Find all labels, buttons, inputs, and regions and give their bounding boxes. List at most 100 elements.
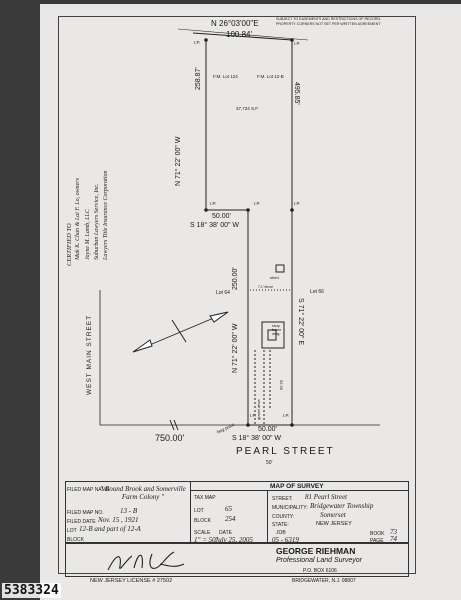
license-label: NEW JERSEY LICENSE # 27502 <box>90 578 173 584</box>
north-arrow-head <box>209 311 229 323</box>
ip-label-e-mid: I.P. <box>294 201 301 206</box>
dwelling-outline <box>261 321 285 349</box>
certified-line-5: Lawyers Title Insurance Corporation <box>103 170 109 260</box>
scale-value: 1" = 50' <box>194 536 218 544</box>
certified-line-4: Suburban Lawyers Service, Inc. <box>94 183 100 261</box>
lot-64-label: Lot 64 <box>216 290 230 296</box>
lot-left-label: F.M. Lot 124 <box>213 74 238 79</box>
south-bearing: S 18° 38' 00" W <box>232 435 282 442</box>
shed-label: shed <box>270 275 279 280</box>
lot-right-label: F.M. Lot 12-B <box>257 74 284 79</box>
lower-west-distance: 250.00' <box>232 267 239 290</box>
filed-map-name: " Bound Brook and Somerville Farm Colony… <box>100 485 186 501</box>
date-label: DATE <box>219 530 232 536</box>
north-extension-line <box>177 28 309 41</box>
certified-line-2: Mak K. Chan & Lai F. Lo, owners <box>75 178 81 260</box>
iron-pin-e-mid <box>290 208 294 212</box>
ip-label-sw: I.P. <box>250 413 257 418</box>
north-arrow-cross <box>171 319 187 343</box>
pearl-street-width: 50' <box>266 460 273 466</box>
dwelling-label: story frame dwlg. <box>272 324 282 336</box>
page-value: 74 <box>390 535 397 543</box>
filed-map-no-label: FILED MAP NO. <box>67 510 104 516</box>
pearl-street-label: PEARL STREET <box>236 446 335 457</box>
surveyor-city: BRIDGEWATER, N.J. 08807 <box>292 578 356 584</box>
ip-label-ne: I.P. <box>294 41 301 46</box>
north-arrow-tail <box>132 339 153 353</box>
ip-label-se: I.P. <box>283 413 290 418</box>
north-bearing: N 26°03'00"E <box>211 19 259 28</box>
municipality-label: MUNICIPALITY: <box>272 505 308 511</box>
lower-east-bearing: S 71° 22' 00" E <box>297 298 304 346</box>
certified-line-1: CERTIFIED TO <box>66 223 73 266</box>
map-of-survey-heading: MAP OF SURVEY <box>270 483 324 490</box>
west-main-street-label: WEST MAIN STREET <box>86 314 93 395</box>
surveyor-signature <box>107 551 185 571</box>
lot-label: LOT <box>67 528 77 534</box>
survey-sheet <box>40 4 461 600</box>
iron-pin-step <box>246 208 250 212</box>
tax-lot-label: LOT <box>194 508 204 514</box>
title-block-divider <box>190 481 191 543</box>
drive-label: gravel drive <box>256 399 261 420</box>
iron-pin-sw <box>246 423 250 427</box>
title-heading-rule <box>190 490 409 491</box>
tax-block-label: BLOCK <box>194 518 211 524</box>
shed-outline <box>275 264 285 273</box>
tax-divider <box>267 490 268 543</box>
job-value: 05 - 6319 <box>272 536 299 544</box>
ip-label-w-mid: I.P. <box>210 201 217 206</box>
offset-tick-1 <box>169 419 175 431</box>
north-property-line <box>192 32 293 41</box>
north-distance: 100.84' <box>226 30 252 39</box>
dwelling-core <box>267 329 277 341</box>
municipality-value: Bridgewater Township <box>310 502 374 510</box>
surveyor-block <box>65 543 409 577</box>
listing-id-watermark: 5383324 <box>2 583 61 598</box>
easement-note: SUBJECT TO EASEMENTS AND RESTRICTIONS OF… <box>276 17 382 26</box>
tax-map-label: TAX MAP <box>194 495 216 501</box>
state-label: STATE: <box>272 522 289 528</box>
street-label: STREET: <box>272 496 293 502</box>
surveyor-name: GEORGE RIEHMAN <box>276 546 356 556</box>
lot-value: 12-B and part of 12-A <box>79 525 141 533</box>
mid-bearing: S 18° 38' 00" W <box>190 222 240 229</box>
lot-66-label: Lot 66 <box>310 289 324 295</box>
ip-label-step: I.P. <box>254 201 261 206</box>
state-value: NEW JERSEY <box>316 521 352 527</box>
south-distance: 50.00' <box>258 426 277 433</box>
tax-lot-value: 65 <box>225 505 232 513</box>
book-value: 73 <box>390 528 397 536</box>
dim-9235-label: 92.35 <box>279 380 284 391</box>
street-value: 81 Pearl Street <box>305 493 348 501</box>
area-label: 37,734 S.F. <box>236 106 259 111</box>
book-label: BOOK <box>370 531 385 537</box>
job-label: JOB <box>276 530 286 536</box>
west-upper-distance: 258.87' <box>195 67 202 90</box>
fence-label: 7.1' fence <box>258 285 274 289</box>
mid-distance: 50.00' <box>212 213 231 220</box>
date-value: July 25, 2005 <box>215 536 253 544</box>
sheet-border <box>58 16 416 574</box>
certified-line-3: Jayne M. Lamb, LLC <box>85 209 91 260</box>
west-upper-bearing: N 71° 22' 00" W <box>175 136 182 186</box>
offset-tick-2 <box>173 419 179 431</box>
offset-distance: 750.00' <box>155 433 185 443</box>
iron-pin-nw <box>204 38 208 42</box>
surveyor-po-box: P.O. BOX 6106 <box>303 568 337 574</box>
ip-label-nw: I.P. <box>194 40 201 45</box>
lower-west-bearing: N 71° 22' 00" W <box>232 323 239 373</box>
filed-date-label: FILED DATE <box>67 519 96 525</box>
filed-date: Nov. 15 , 1921 <box>98 516 139 524</box>
iron-pin-w-mid <box>204 208 208 212</box>
county-value: Somerset <box>320 511 346 519</box>
block-label: BLOCK <box>67 537 84 543</box>
east-distance: 495.85' <box>293 82 300 105</box>
iron-pin-se <box>290 423 294 427</box>
county-label: COUNTY: <box>272 514 295 520</box>
title-block <box>65 481 409 543</box>
iron-pin-ne <box>290 38 294 42</box>
surveyor-title: Professional Land Surveyor <box>276 557 362 564</box>
